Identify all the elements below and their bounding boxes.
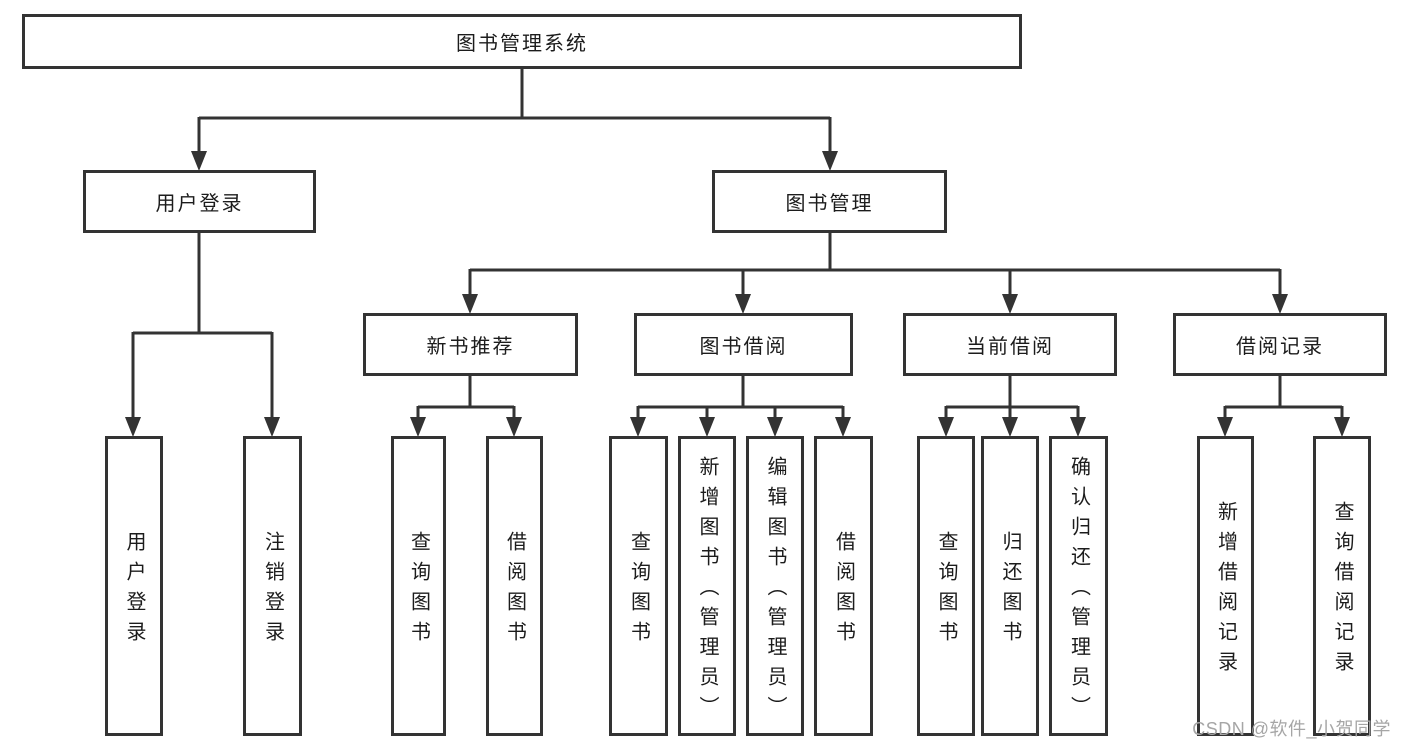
leaf-label: 用户登录 <box>123 531 145 651</box>
node-user-login: 用户登录 <box>83 170 316 233</box>
leaf-query-books-current: 查询图书 <box>917 436 975 736</box>
node-label: 图书管理 <box>785 193 874 215</box>
node-book-management: 图书管理 <box>712 170 947 233</box>
leaf-label: 查询借阅记录 <box>1331 501 1353 681</box>
csdn-watermark: CSDN @软件_小贺同学 <box>1192 719 1391 739</box>
leaf-label: 确认归还（管理员） <box>1067 456 1090 726</box>
node-book-borrowing: 图书借阅 <box>634 313 853 376</box>
leaf-label: 归还图书 <box>999 531 1021 651</box>
connector-newbooks-to-leaves <box>416 375 516 418</box>
node-label: 用户登录 <box>155 193 244 215</box>
node-library-management-system: 图书管理系统 <box>22 14 1022 69</box>
node-borrowing-records: 借阅记录 <box>1173 313 1387 376</box>
leaf-return-books: 归还图书 <box>981 436 1039 736</box>
node-label: 当前借阅 <box>966 336 1054 358</box>
arrowheads-currentborrow-leaves <box>938 417 1086 437</box>
leaf-query-books-borrow: 查询图书 <box>609 436 668 736</box>
leaf-confirm-return-admin: 确认归还（管理员） <box>1049 436 1108 736</box>
leaf-add-books-admin: 新增图书（管理员） <box>678 436 736 736</box>
leaf-label: 注销登录 <box>261 531 284 651</box>
leaf-label: 查询图书 <box>627 531 650 651</box>
leaf-logout: 注销登录 <box>243 436 302 736</box>
leaf-label: 借阅图书 <box>503 531 526 651</box>
leaf-label: 编辑图书（管理员） <box>764 456 786 726</box>
leaf-label: 借阅图书 <box>832 531 855 651</box>
leaf-user-login: 用户登录 <box>105 436 163 736</box>
node-label: 新书推荐 <box>426 336 515 358</box>
leaf-edit-books-admin: 编辑图书（管理员） <box>746 436 804 736</box>
leaf-query-books-recommend: 查询图书 <box>391 436 446 736</box>
leaf-label: 查询图书 <box>407 531 430 651</box>
connector-root-to-level2 <box>197 68 832 152</box>
arrowheads-records-leaves <box>1217 417 1350 437</box>
leaf-add-borrow-record: 新增借阅记录 <box>1197 436 1254 736</box>
arrowheads-bookborrow-leaves <box>630 417 851 437</box>
leaf-borrow-books-recommend: 借阅图书 <box>486 436 543 736</box>
arrowheads-userlogin-leaves <box>125 417 280 437</box>
node-current-borrowing: 当前借阅 <box>903 313 1117 376</box>
node-label: 借阅记录 <box>1236 336 1324 358</box>
node-new-book-recommendation: 新书推荐 <box>363 313 578 376</box>
arrowheads-level3 <box>462 294 1288 314</box>
leaf-query-borrow-record: 查询借阅记录 <box>1313 436 1371 736</box>
connector-currentborrow-to-leaves <box>944 375 1080 418</box>
node-label: 图书管理系统 <box>456 33 588 55</box>
arrowheads-level2 <box>191 151 838 171</box>
node-label: 图书借阅 <box>699 336 788 358</box>
leaf-borrow-books: 借阅图书 <box>814 436 873 736</box>
connector-userlogin-to-leaves <box>131 233 274 418</box>
leaf-label: 新增图书（管理员） <box>696 456 718 726</box>
leaf-label: 新增借阅记录 <box>1214 501 1237 681</box>
leaf-label: 查询图书 <box>935 531 957 651</box>
connector-bookborrow-to-leaves <box>636 375 845 418</box>
arrowheads-newbooks-leaves <box>410 417 522 437</box>
connector-bookmgmt-to-level3 <box>468 233 1282 295</box>
connector-records-to-leaves <box>1223 375 1344 418</box>
